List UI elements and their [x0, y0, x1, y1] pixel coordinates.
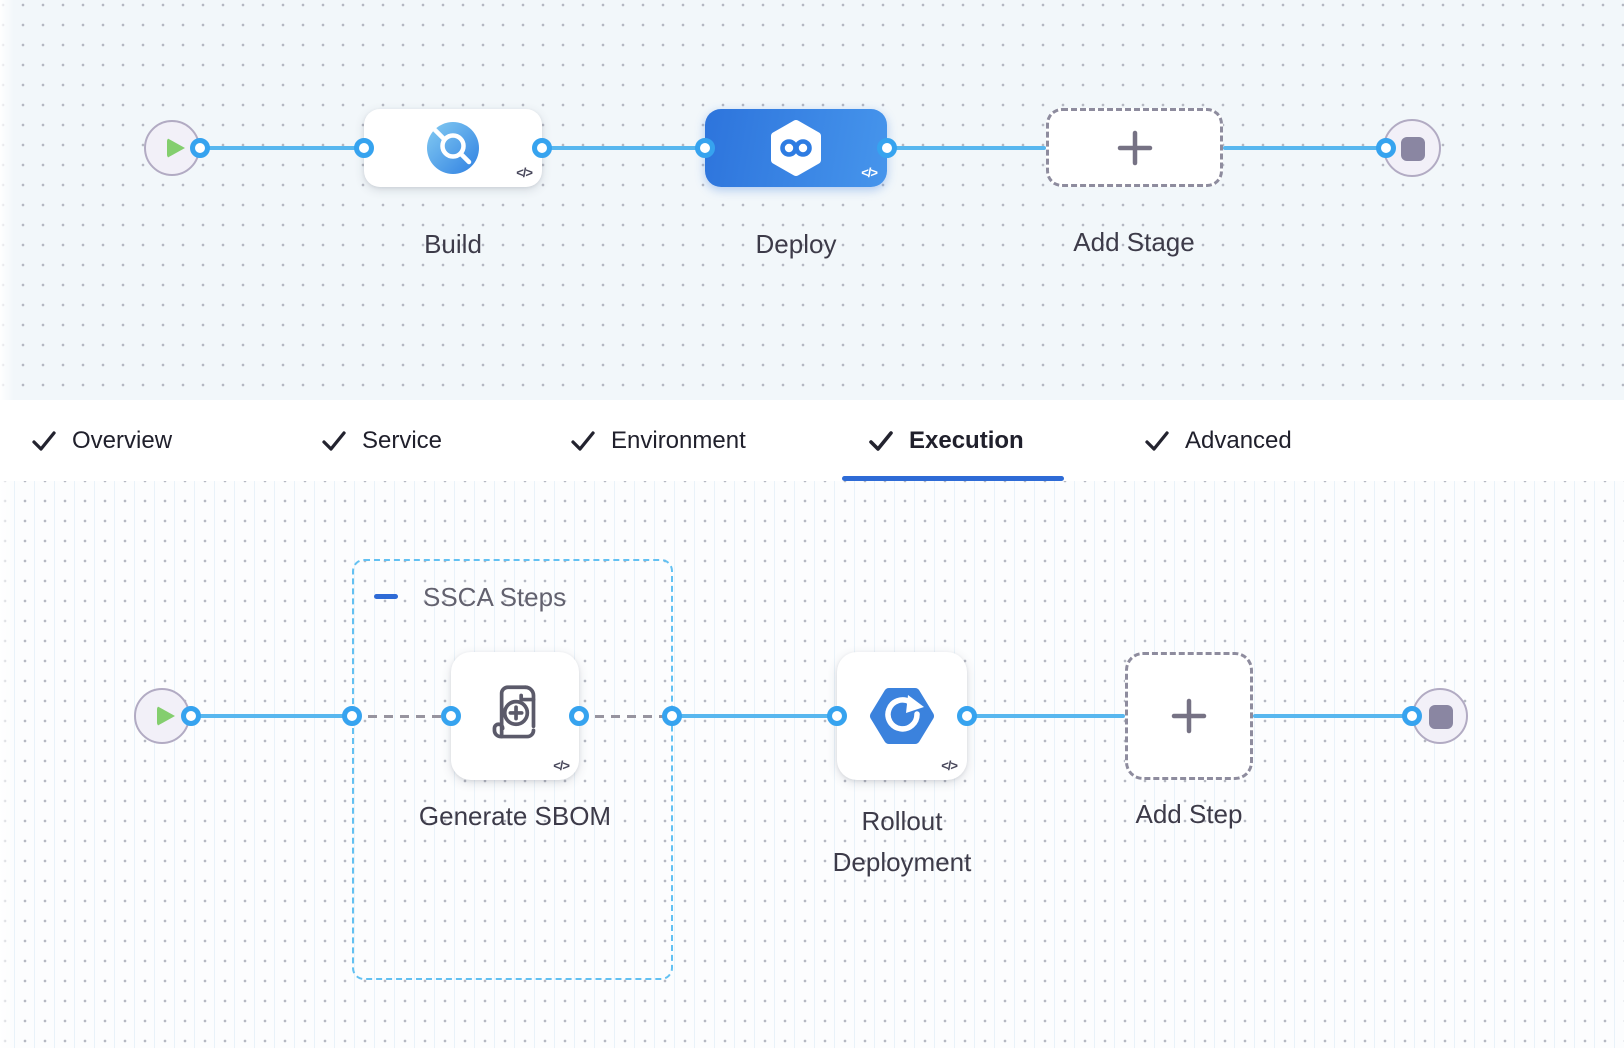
edge-addstep-end [1253, 714, 1412, 718]
port-rollout-out [957, 706, 977, 726]
port-exec-start [181, 706, 201, 726]
tab-label: Overview [72, 426, 173, 454]
stop-icon [1401, 137, 1425, 161]
edge-build-deploy [542, 146, 705, 150]
tab-service[interactable]: Service [321, 400, 442, 481]
port-exec-end [1402, 706, 1422, 726]
ci-build-icon [427, 122, 479, 174]
execution-graph-canvas: SSCA Steps </> [0, 481, 1624, 1048]
code-badge-icon: </> [861, 165, 878, 180]
code-badge-icon: </> [516, 165, 533, 180]
edge-start-group [191, 714, 352, 718]
port-start [190, 138, 210, 158]
check-icon [322, 430, 346, 451]
execution-start-node [134, 688, 190, 744]
edge-start-build [200, 146, 364, 150]
edge-deploy-addstage [887, 146, 1046, 150]
tab-advanced[interactable]: Advanced [1144, 400, 1292, 481]
active-tab-underline [842, 476, 1064, 481]
add-stage-button[interactable] [1046, 108, 1223, 187]
step-node-generate-sbom[interactable]: </> [451, 652, 579, 780]
add-step-button[interactable] [1125, 652, 1253, 780]
step-label-rollout-deployment: Rollout Deployment [832, 806, 972, 877]
port-build-out [532, 138, 552, 158]
step-group-label: SSCA Steps [423, 582, 567, 612]
code-badge-icon: </> [941, 758, 958, 773]
pipeline-end-node [1383, 119, 1441, 177]
tab-label: Service [362, 426, 443, 454]
edge-group-rollout [672, 714, 837, 718]
stage-node-build[interactable]: </> [364, 109, 542, 187]
port-group-in [342, 706, 362, 726]
stop-icon [1429, 705, 1453, 729]
stage-label-build: Build [424, 229, 482, 259]
port-sbom-out [569, 706, 589, 726]
rollout-hexagon-icon [870, 688, 934, 744]
play-icon [157, 706, 175, 726]
scroll-plus-icon [492, 685, 536, 739]
tab-label: Execution [909, 426, 1024, 454]
port-deploy-out [877, 138, 897, 158]
step-group-ssca[interactable] [352, 559, 673, 980]
port-rollout-in [827, 706, 847, 726]
plus-icon [1171, 698, 1207, 734]
step-label-add-step: Add Step [1135, 799, 1243, 829]
tab-overview[interactable]: Overview [31, 400, 172, 481]
plus-icon [1117, 130, 1152, 165]
step-label-generate-sbom: Generate SBOM [418, 801, 612, 831]
stage-label-deploy: Deploy [755, 229, 837, 259]
stage-node-deploy[interactable]: </> [705, 109, 887, 187]
step-node-rollout-deployment[interactable]: </> [837, 652, 967, 780]
tab-execution[interactable]: Execution [868, 400, 1024, 481]
port-deploy-in [695, 138, 715, 158]
port-sbom-in [441, 706, 461, 726]
play-icon [167, 138, 185, 158]
check-icon [869, 430, 893, 451]
check-icon [1145, 430, 1169, 451]
edge-addstage-end [1223, 146, 1386, 150]
stage-config-tabbar: Overview Service Environment Execution A… [0, 400, 1624, 481]
tab-environment[interactable]: Environment [570, 400, 746, 481]
check-icon [571, 430, 595, 451]
code-badge-icon: </> [553, 758, 570, 773]
check-icon [32, 430, 56, 451]
stage-graph-canvas: </> </> Build Deploy Add [0, 0, 1624, 400]
tab-label: Advanced [1185, 426, 1292, 454]
collapse-group-icon[interactable] [374, 594, 398, 599]
edge-group-sbom [352, 715, 451, 718]
edge-sbom-groupout [579, 715, 672, 718]
stage-label-add-stage: Add Stage [1073, 227, 1195, 257]
tab-label: Environment [611, 426, 746, 454]
edge-rollout-addstep [967, 714, 1125, 718]
port-end [1376, 138, 1396, 158]
cd-hexagon-icon [771, 120, 821, 176]
port-group-out [662, 706, 682, 726]
port-build-in [354, 138, 374, 158]
